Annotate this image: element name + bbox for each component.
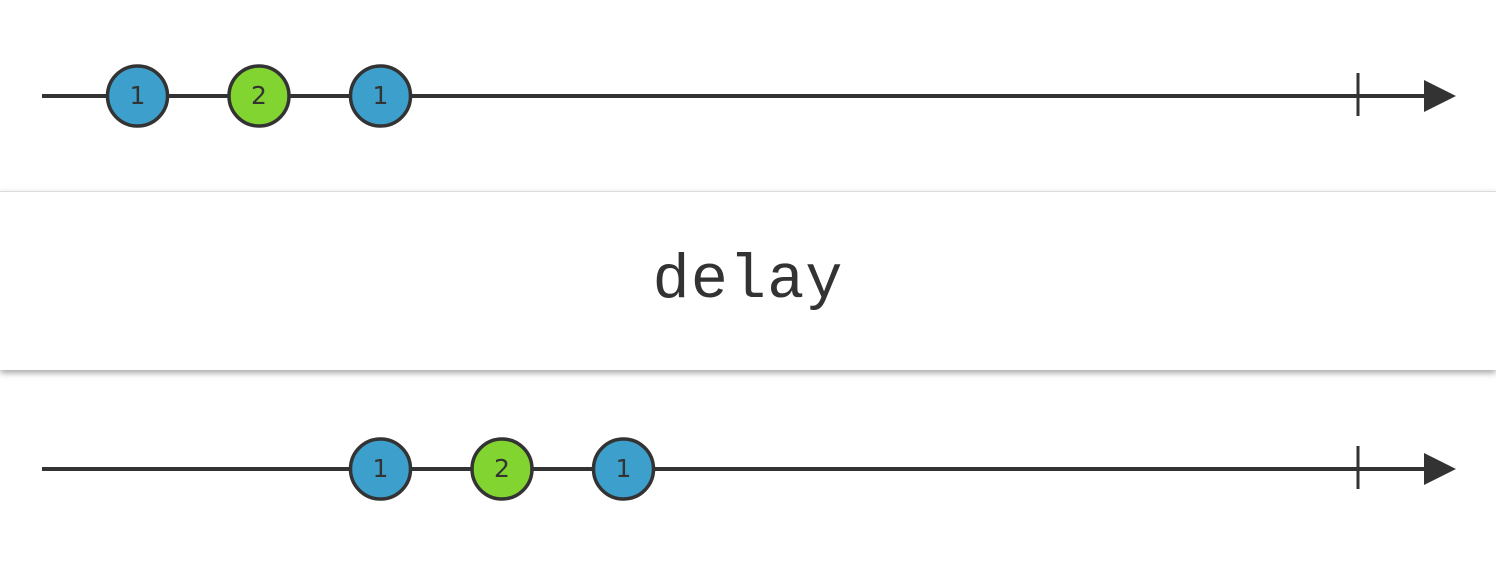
operator-box: delay (0, 191, 1496, 370)
output-marble-label: 1 (616, 454, 632, 483)
output-marble-3: 1 (591, 437, 656, 501)
output-marble-circle (470, 437, 534, 501)
output-timeline-svg: 1 2 1 (42, 437, 1456, 501)
input-marble-label: 1 (373, 81, 389, 110)
output-marble-label: 2 (494, 454, 510, 483)
output-marble-label: 1 (373, 454, 389, 483)
input-marble-label: 2 (251, 81, 267, 110)
input-marble-circle (348, 64, 413, 128)
output-marble-circle (591, 437, 656, 501)
input-marble-3: 1 (348, 64, 413, 128)
output-timeline: 1 2 1 (0, 419, 1496, 519)
input-marble-label: 1 (130, 81, 146, 110)
input-marble-circle (227, 64, 291, 128)
input-marble-1: 1 (105, 64, 170, 128)
input-timeline-svg: 1 2 1 (42, 64, 1456, 128)
input-arrow-head (1424, 80, 1456, 112)
output-marble-circle (348, 437, 413, 501)
output-marble-1: 1 (348, 437, 413, 501)
input-marble-circle (105, 64, 170, 128)
operator-label: delay (652, 244, 844, 316)
output-marble-2: 2 (470, 437, 534, 501)
input-timeline: 1 2 1 (0, 46, 1496, 146)
output-arrow-head (1424, 453, 1456, 485)
input-marble-2: 2 (227, 64, 291, 128)
